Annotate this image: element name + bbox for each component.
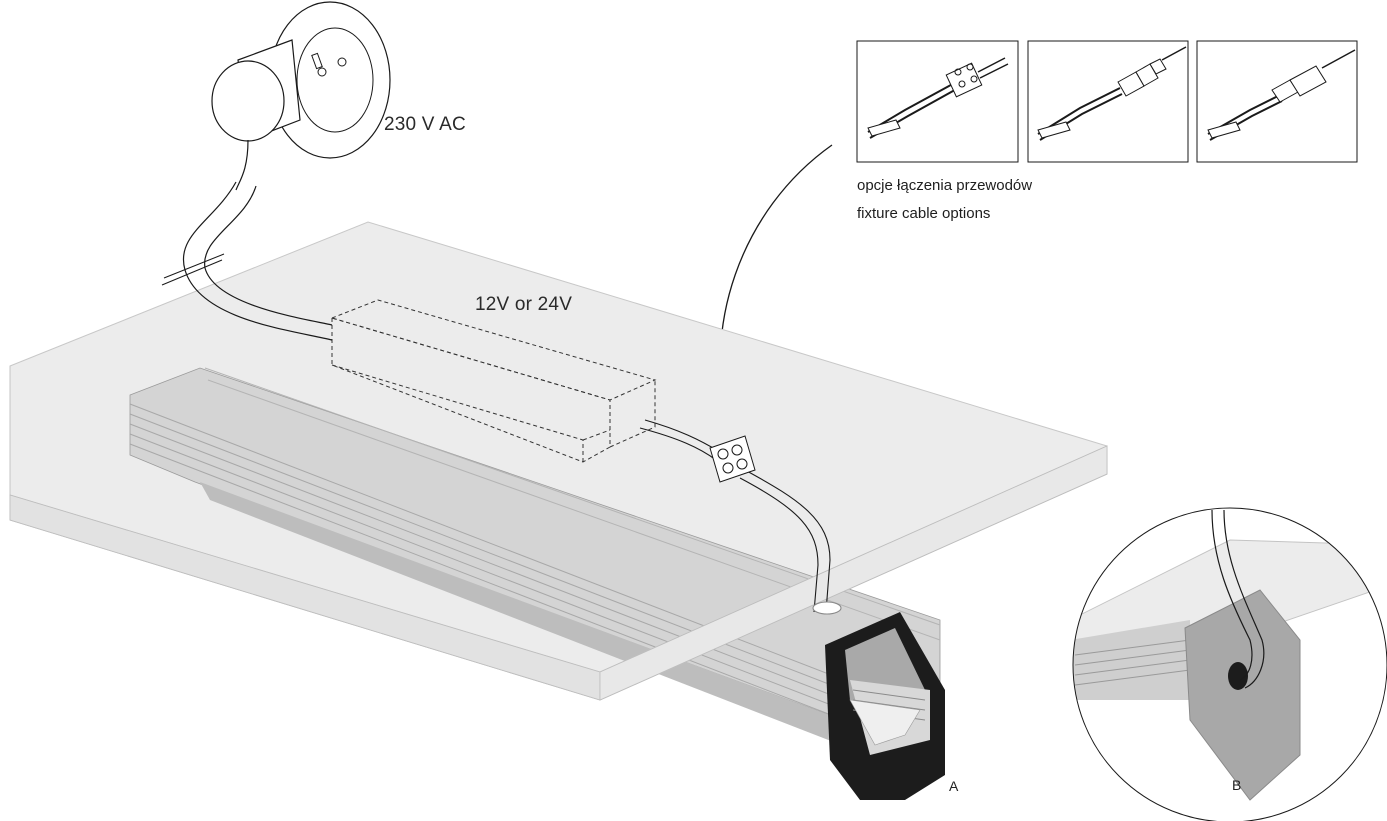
mains-cable [161, 181, 333, 341]
detail-b-frame [1072, 507, 1387, 821]
power-supply-box [330, 299, 657, 463]
option-terminal-block-icon [856, 40, 1019, 163]
detail-b [1073, 508, 1387, 821]
mains-plug-icon [211, 39, 301, 191]
options-caption-en: fixture cable options [857, 205, 991, 222]
marker-b: B [1232, 777, 1242, 793]
end-cap [825, 612, 945, 800]
led-profile [129, 367, 941, 760]
option-quick-plug-icon [1196, 40, 1358, 163]
mains-voltage-label: 230 V AC [384, 114, 466, 135]
option-dc-jack-icon [1027, 40, 1189, 163]
driver-voltage-label: 12V or 24V [475, 294, 573, 315]
options-caption-pl: opcje łączenia przewodów [857, 177, 1033, 194]
options-panels [856, 40, 1358, 163]
marker-a: A [949, 778, 959, 794]
low-voltage-cable [639, 419, 842, 615]
terminal-connector-icon [709, 435, 756, 483]
glass-shelf-front [9, 366, 1108, 701]
